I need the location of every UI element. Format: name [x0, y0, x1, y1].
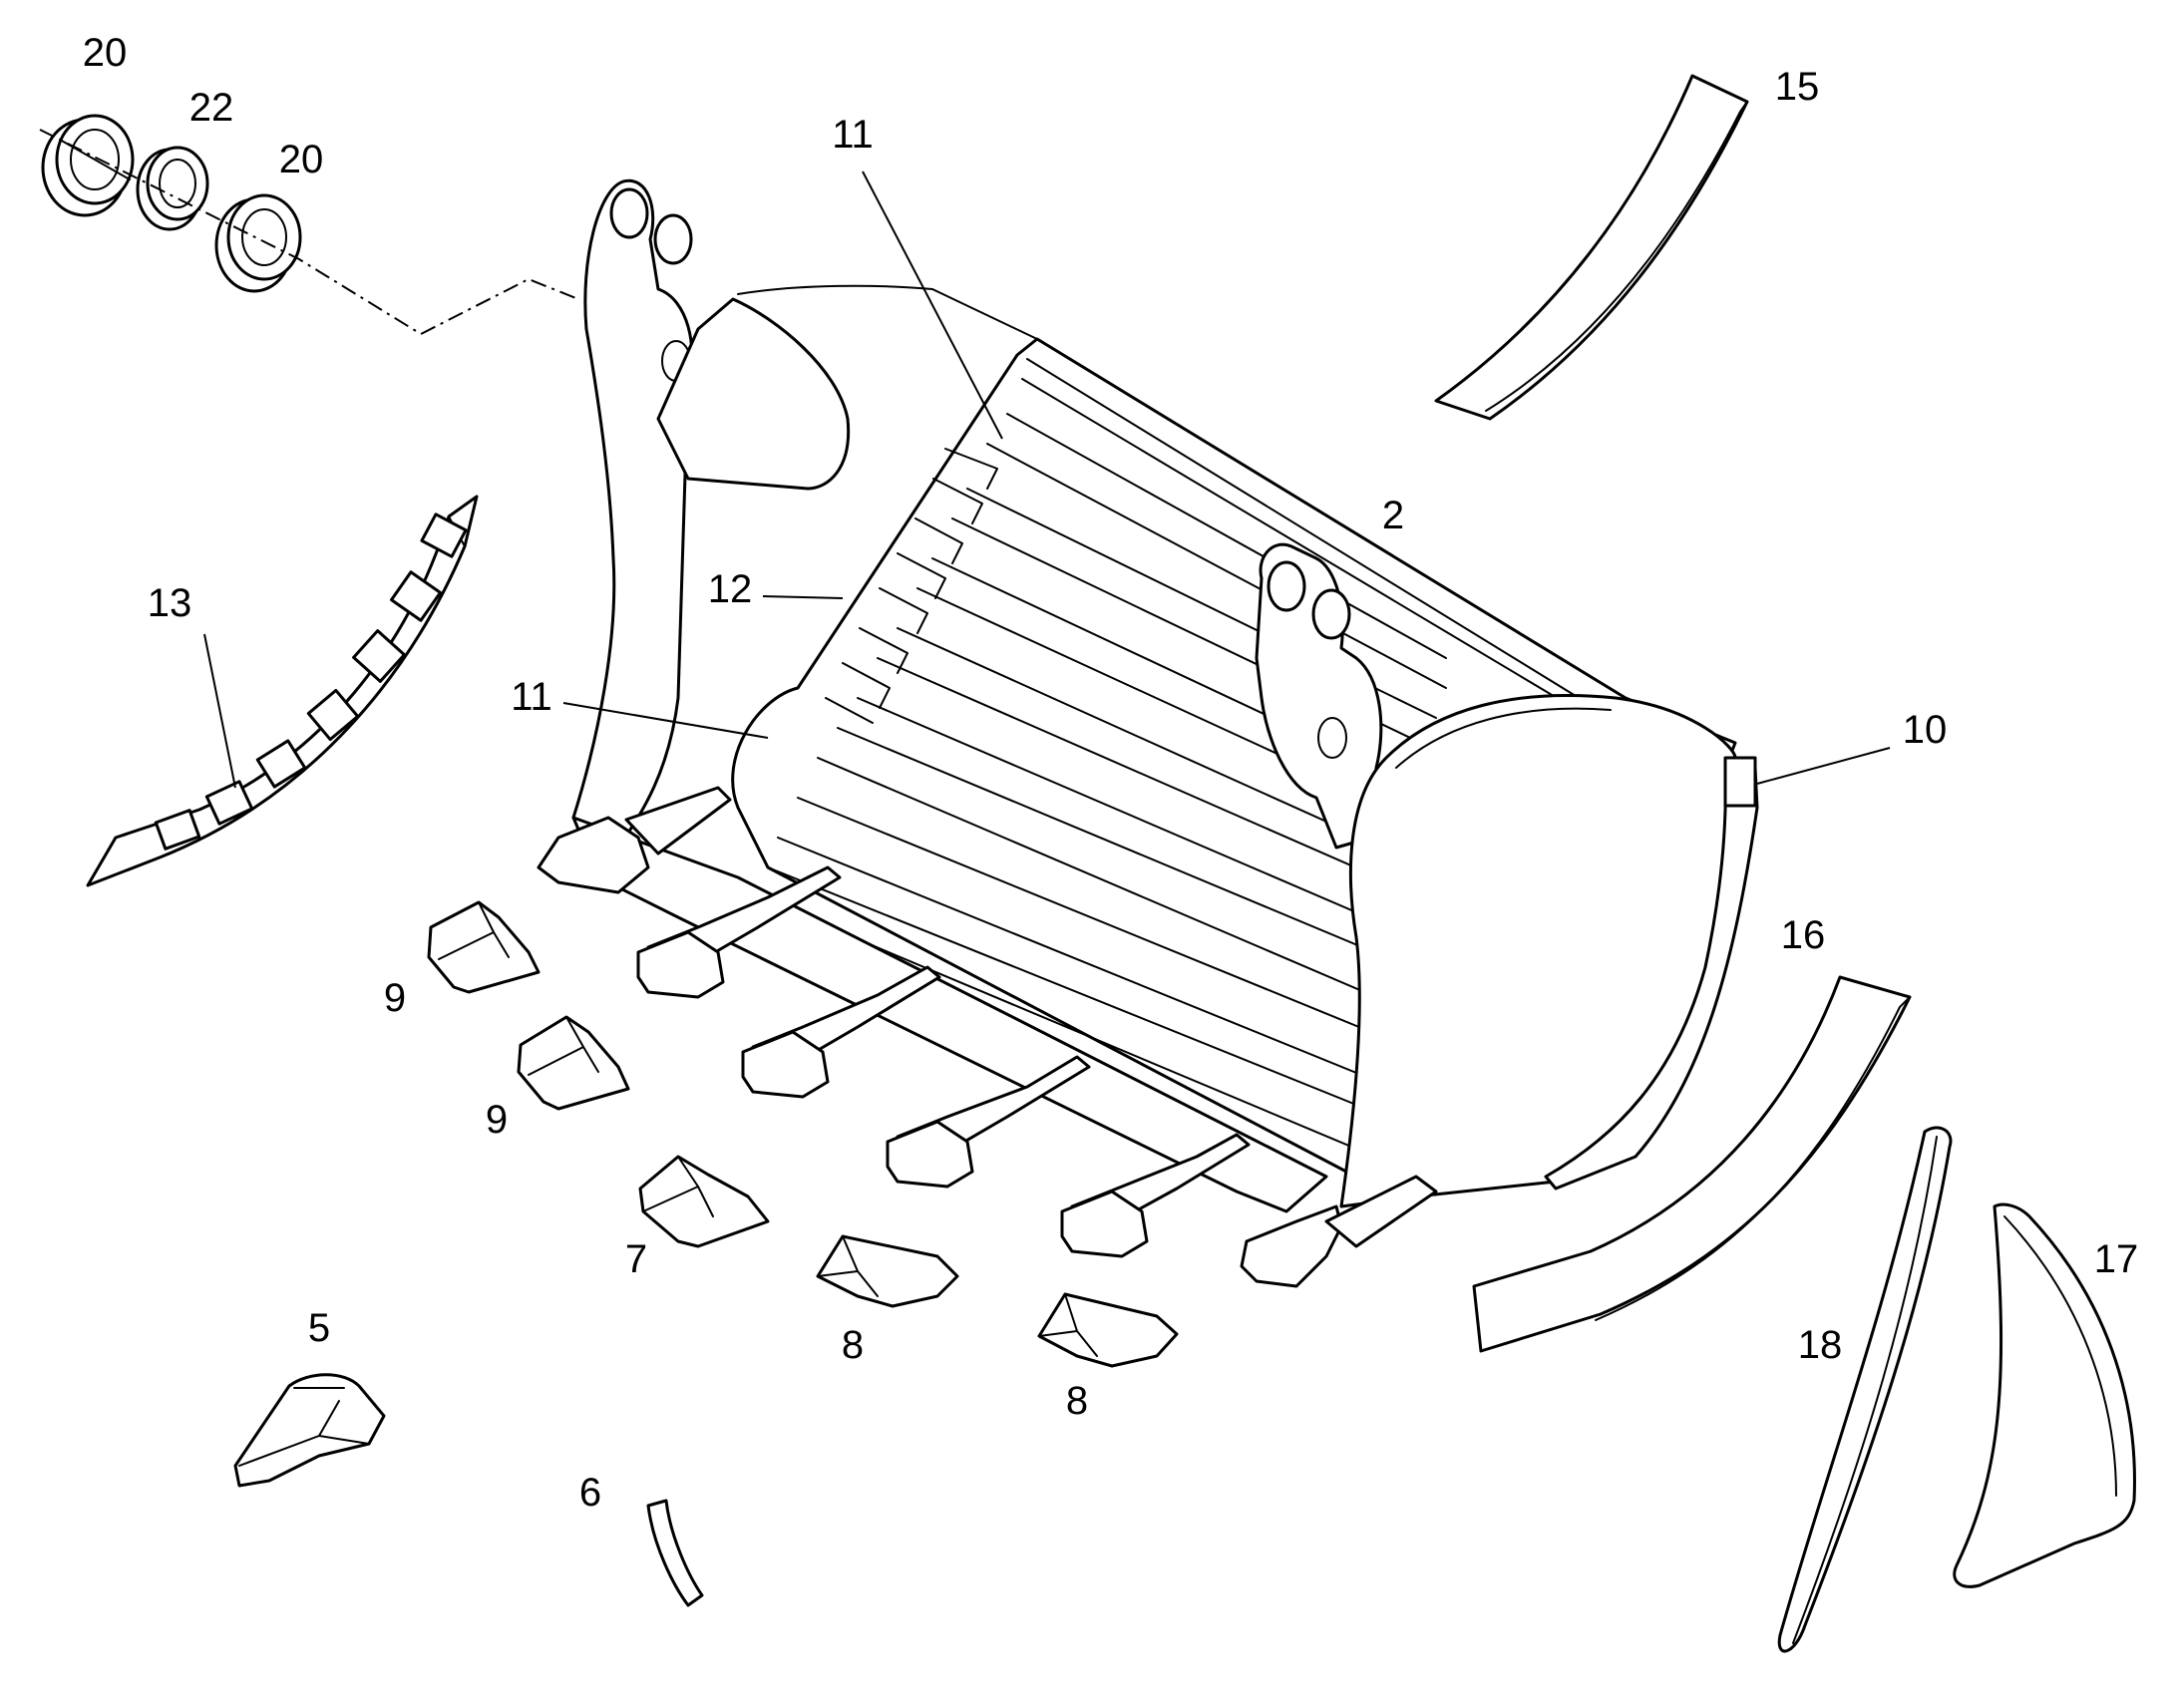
tooth-7 [638, 1155, 770, 1248]
callout-15: 15 [1775, 65, 1820, 109]
leader-lines [203, 171, 1891, 789]
callout-5: 5 [308, 1306, 330, 1350]
bushing-20-right [214, 193, 302, 293]
side-plate-17 [1953, 1202, 2136, 1588]
callout-11-top: 11 [832, 113, 874, 157]
callout-12: 12 [708, 567, 753, 611]
callout-2: 2 [1382, 494, 1404, 537]
tooth-adapter-9-lower [517, 1015, 630, 1111]
callout-9-lower: 9 [486, 1098, 508, 1142]
callout-10: 10 [1903, 708, 1948, 752]
bushing-20-top-left [41, 114, 135, 217]
callout-18: 18 [1798, 1323, 1843, 1367]
tooth-8-lower [1037, 1292, 1179, 1368]
callout-22: 22 [189, 86, 234, 130]
callout-6: 6 [579, 1471, 601, 1515]
tooth-8-upper [816, 1234, 959, 1308]
callout-17: 17 [2094, 1237, 2139, 1281]
callout-labels: 20 22 20 15 11 2 12 13 11 10 16 9 9 7 17… [83, 31, 2139, 1515]
callout-8-upper: 8 [842, 1323, 864, 1367]
callout-8-lower: 8 [1066, 1379, 1088, 1423]
callout-7: 7 [625, 1237, 647, 1281]
callout-16: 16 [1781, 913, 1826, 957]
spacer-ring-22 [136, 146, 209, 231]
bucket-body-2 [537, 178, 1759, 1288]
callout-9-upper: 9 [384, 976, 406, 1020]
bushing-axis-centerline [39, 129, 579, 336]
tooth-5 [233, 1373, 386, 1488]
wear-strip-15 [1434, 74, 1749, 421]
side-cutter-13 [86, 495, 479, 887]
wear-strip-16 [1472, 975, 1912, 1353]
callout-11-left: 11 [511, 675, 552, 719]
callout-20-top: 20 [83, 31, 128, 75]
tooth-adapter-9-upper [427, 900, 541, 994]
pin-6 [646, 1499, 704, 1607]
callout-13: 13 [148, 581, 192, 625]
side-cutter-18 [1777, 1126, 1953, 1653]
callout-20-right: 20 [279, 138, 324, 181]
